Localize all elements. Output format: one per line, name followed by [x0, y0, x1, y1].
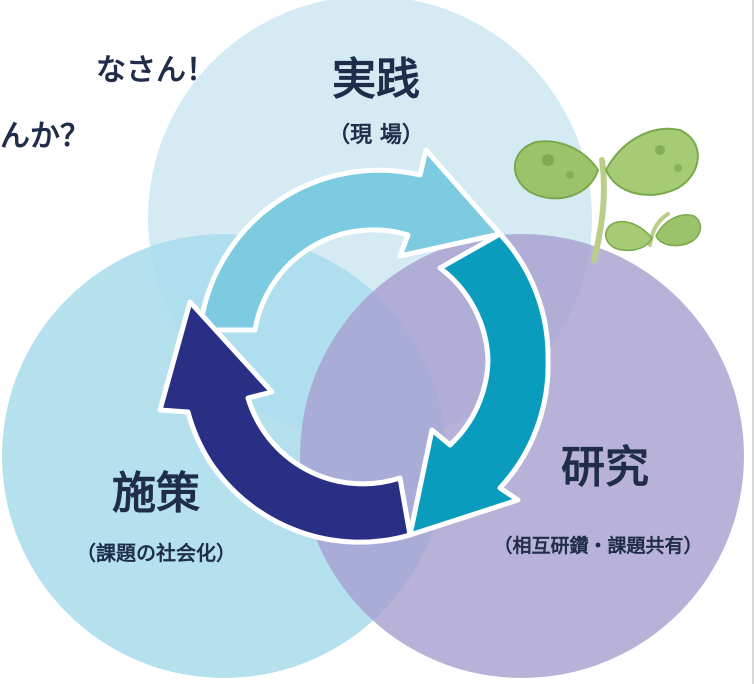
page-edge-rule	[752, 0, 754, 684]
label-policy-subtitle: （課題の社会化）	[76, 541, 236, 565]
cycle-arrows	[157, 147, 551, 545]
arrow-practice-to-research	[197, 147, 503, 333]
label-practice-subtitle: （現 場）	[328, 123, 424, 148]
arrow-policy-to-practice	[157, 299, 413, 545]
label-policy-title: 施策	[112, 468, 200, 519]
sprout-illustration	[514, 127, 702, 263]
label-practice-title: 実践	[332, 54, 420, 105]
header-line-2: んか？	[0, 119, 90, 154]
header-line-1: なさん！	[96, 53, 216, 88]
label-research-subtitle: （相互研鑽・課題共有）	[493, 534, 702, 557]
arrow-research-to-policy	[407, 231, 551, 538]
label-research-title: 研究	[561, 442, 649, 493]
